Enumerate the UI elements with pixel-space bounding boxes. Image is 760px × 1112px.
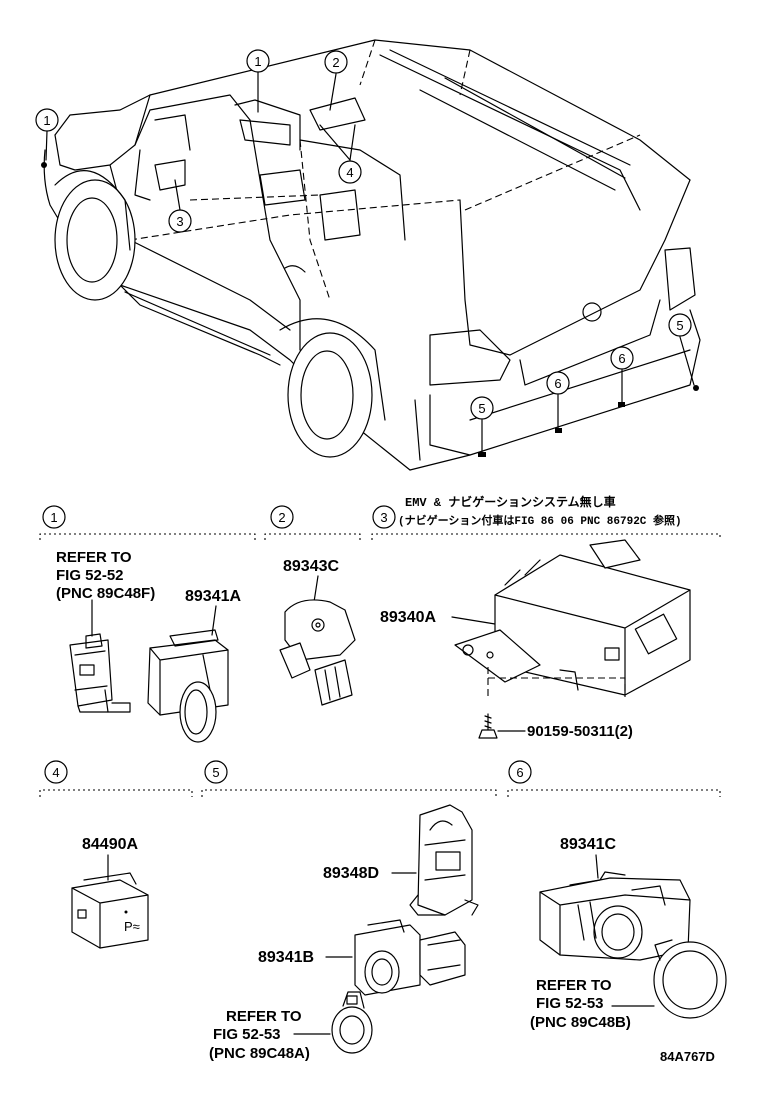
section-1-refer-line1: REFER TO xyxy=(56,549,132,566)
svg-text:1: 1 xyxy=(50,510,57,525)
callout-6-left: 6 xyxy=(546,371,570,395)
part-89341C-label: 89341C xyxy=(560,836,616,853)
section-1-content: REFER TO FIG 52-52 (PNC 89C48F) 89341A xyxy=(56,549,241,743)
section-6-header: 6 xyxy=(507,760,721,797)
section-5-refer-line3: (PNC 89C48A) xyxy=(209,1045,310,1062)
control-module-89340A xyxy=(454,539,691,696)
section-1-refer-line3: (PNC 89C48F) xyxy=(56,585,155,602)
callout-5-left: 5 xyxy=(470,396,494,420)
part-84490A-label: 84490A xyxy=(82,836,138,853)
svg-text:3: 3 xyxy=(176,214,183,229)
svg-text:3: 3 xyxy=(380,510,387,525)
parking-sensor-89341B xyxy=(354,919,466,996)
temperature-sensor-89343C xyxy=(279,599,356,706)
section-3-note-line1: EMV & ナビゲーションシステム無し車 xyxy=(405,494,616,510)
svg-text:5: 5 xyxy=(676,318,683,333)
screw-90159-label: 90159-50311(2) xyxy=(527,723,633,740)
svg-text:6: 6 xyxy=(554,376,561,391)
switch-84490A: P≈ xyxy=(71,872,149,949)
section-6-content: 89341C REFER TO FIG 52-53 (PNC 89C48B) xyxy=(530,836,727,1031)
screw-90159 xyxy=(478,713,498,739)
sensor-retainer-89348D xyxy=(409,804,479,916)
part-89340A-label: 89340A xyxy=(380,609,436,626)
parking-sensor-89341C xyxy=(539,871,691,961)
part-89348D-label: 89348D xyxy=(323,865,379,882)
section-6-refer-line2: FIG 52-53 xyxy=(536,995,604,1012)
parking-sensor-89341A xyxy=(147,629,229,743)
section-2-content: 89343C xyxy=(279,558,356,706)
figure-id: 84A767D xyxy=(660,1049,715,1064)
callout-leaders xyxy=(45,71,695,453)
svg-text:2: 2 xyxy=(332,55,339,70)
section-3-note-line2: (ナビゲーション付車はFIG 86 06 PNC 86792C 参照) xyxy=(398,513,682,528)
section-1-refer-line2: FIG 52-52 xyxy=(56,567,124,584)
svg-text:5: 5 xyxy=(478,401,485,416)
section-6-refer-line3: (PNC 89C48B) xyxy=(530,1014,631,1031)
svg-text:5: 5 xyxy=(212,765,219,780)
sensor-bezel-5 xyxy=(331,991,373,1054)
part-89341B-label: 89341B xyxy=(258,949,314,966)
part-89343C-label: 89343C xyxy=(283,558,339,575)
callout-6-right: 6 xyxy=(610,346,634,370)
section-4-header: 4 xyxy=(39,760,193,797)
section-4-content: 84490A P≈ xyxy=(71,836,149,949)
section-2-header: 2 xyxy=(264,505,361,540)
callout-3: 3 xyxy=(168,209,192,233)
sensor-bezel-6 xyxy=(653,939,727,1019)
svg-text:2: 2 xyxy=(278,510,285,525)
section-1-header: 1 xyxy=(39,505,256,540)
callout-4: 4 xyxy=(338,160,362,184)
svg-text:6: 6 xyxy=(516,765,523,780)
svg-text:4: 4 xyxy=(346,165,353,180)
section-5-content: 89348D 89341B REFER TO FIG 52-53 xyxy=(209,804,479,1062)
sensor-cover-bracket xyxy=(69,633,131,713)
section-5-refer-line1: REFER TO xyxy=(226,1008,302,1025)
section-6-refer-line1: REFER TO xyxy=(536,977,612,994)
vehicle-illustration xyxy=(41,39,701,471)
svg-text:4: 4 xyxy=(52,765,59,780)
callout-1-dash: 1 xyxy=(246,49,270,73)
callout-1-left: 1 xyxy=(35,108,59,132)
part-89341A-label: 89341A xyxy=(185,588,241,605)
svg-text:1: 1 xyxy=(43,113,50,128)
section-3-content: 89340A 90159-50311(2) xyxy=(380,539,691,740)
section-3-header: 3 EMV & ナビゲーションシステム無し車 (ナビゲーション付車はFIG 86… xyxy=(371,494,721,540)
callout-5-right: 5 xyxy=(668,313,692,337)
svg-text:6: 6 xyxy=(618,351,625,366)
svg-text:P≈: P≈ xyxy=(124,919,140,934)
section-5-refer-line2: FIG 52-53 xyxy=(213,1026,281,1043)
svg-text:1: 1 xyxy=(254,54,261,69)
section-5-header: 5 xyxy=(201,760,497,797)
callout-2: 2 xyxy=(324,50,348,74)
